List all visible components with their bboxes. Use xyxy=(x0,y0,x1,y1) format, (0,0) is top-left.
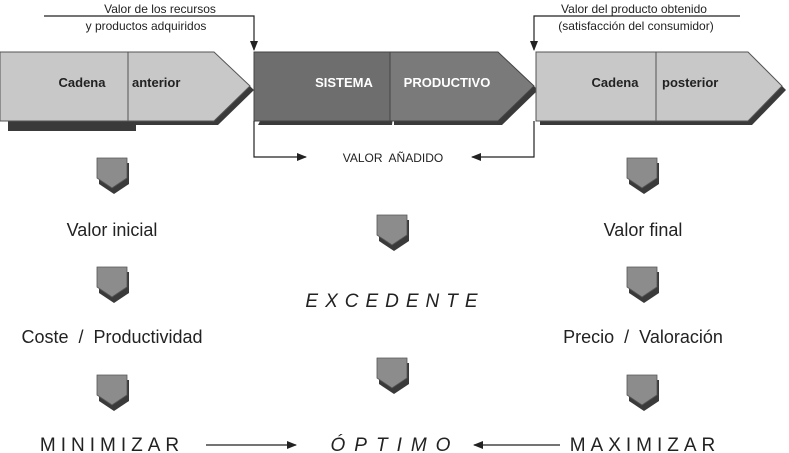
chevron-down-icon xyxy=(626,374,659,411)
left-minimize: MINIMIZAR xyxy=(40,435,184,453)
chevron-down-icon xyxy=(96,374,129,411)
chain-left-segment-1 xyxy=(0,51,136,131)
note-left-connector xyxy=(44,15,258,51)
chevron-down-icon xyxy=(376,214,409,251)
chain-center-label-a: SISTEMA xyxy=(315,75,373,90)
chain-left-label-a: Cadena xyxy=(59,75,107,90)
chevron-down-icon xyxy=(96,266,129,303)
left-cost-productivity: Coste / Productividad xyxy=(21,327,202,347)
center-optimum: ÓPTIMO xyxy=(331,434,460,453)
value-added-left-line xyxy=(253,121,307,161)
chain-right-segment-1 xyxy=(535,51,660,125)
chain-center-segment-1 xyxy=(253,51,396,125)
note-left-line-1: Valor de los recursos xyxy=(104,2,216,16)
note-left-line-2: y productos adquiridos xyxy=(86,19,207,33)
chain-left-label-b: anterior xyxy=(132,75,180,90)
right-maximize: MAXIMIZAR xyxy=(570,435,721,453)
value-added-label: VALOR AÑADIDO xyxy=(343,151,443,165)
note-right-line-2: (satisfacción del consumidor) xyxy=(558,19,713,33)
chevron-down-icon xyxy=(626,266,659,303)
center-surplus: EXCEDENTE xyxy=(305,291,484,312)
note-right-connector xyxy=(530,15,740,51)
chain-center-label-b: PRODUCTIVO xyxy=(404,75,491,90)
chain-right-label-b: posterior xyxy=(662,75,718,90)
value-added-right-line xyxy=(471,121,535,161)
chevron-down-icon xyxy=(626,157,659,194)
chain-left-segment-2 xyxy=(127,51,254,125)
chain-right-segment-2 xyxy=(655,51,786,125)
chain-right-label-a: Cadena xyxy=(592,75,640,90)
chevron-down-icon xyxy=(376,357,409,394)
right-price-valuation: Precio / Valoración xyxy=(563,327,723,347)
chevron-down-icon xyxy=(96,157,129,194)
note-right-line-1: Valor del producto obtenido xyxy=(561,2,707,16)
right-value-final: Valor final xyxy=(604,220,683,240)
chain-center-segment-2 xyxy=(389,51,538,125)
left-value-initial: Valor inicial xyxy=(67,220,158,240)
